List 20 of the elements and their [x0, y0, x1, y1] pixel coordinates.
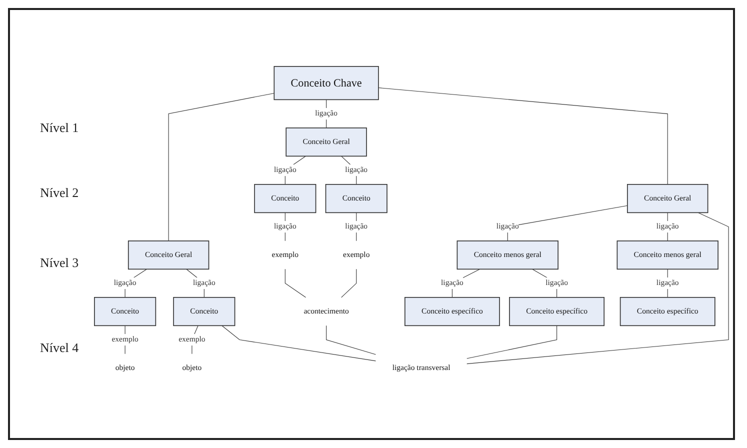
- connector: [356, 212, 357, 241]
- connector: [532, 268, 558, 298]
- connector: [507, 205, 628, 241]
- connector: [341, 268, 357, 298]
- connector: [667, 212, 668, 241]
- node-box: Conceito Chave: [274, 66, 379, 100]
- connector: [667, 268, 668, 298]
- connector: [326, 99, 327, 128]
- connector: [168, 92, 274, 241]
- connector: [466, 212, 729, 364]
- connector: [284, 212, 286, 241]
- connector: [466, 325, 558, 358]
- connector: [222, 325, 376, 361]
- connector: [284, 268, 306, 298]
- connector: [326, 325, 376, 354]
- level-label: Nível 3: [40, 255, 79, 271]
- level-label: Nível 1: [40, 120, 79, 136]
- level-label: Nível 4: [40, 340, 79, 356]
- connector: [378, 87, 668, 184]
- level-label: Nível 2: [40, 185, 79, 201]
